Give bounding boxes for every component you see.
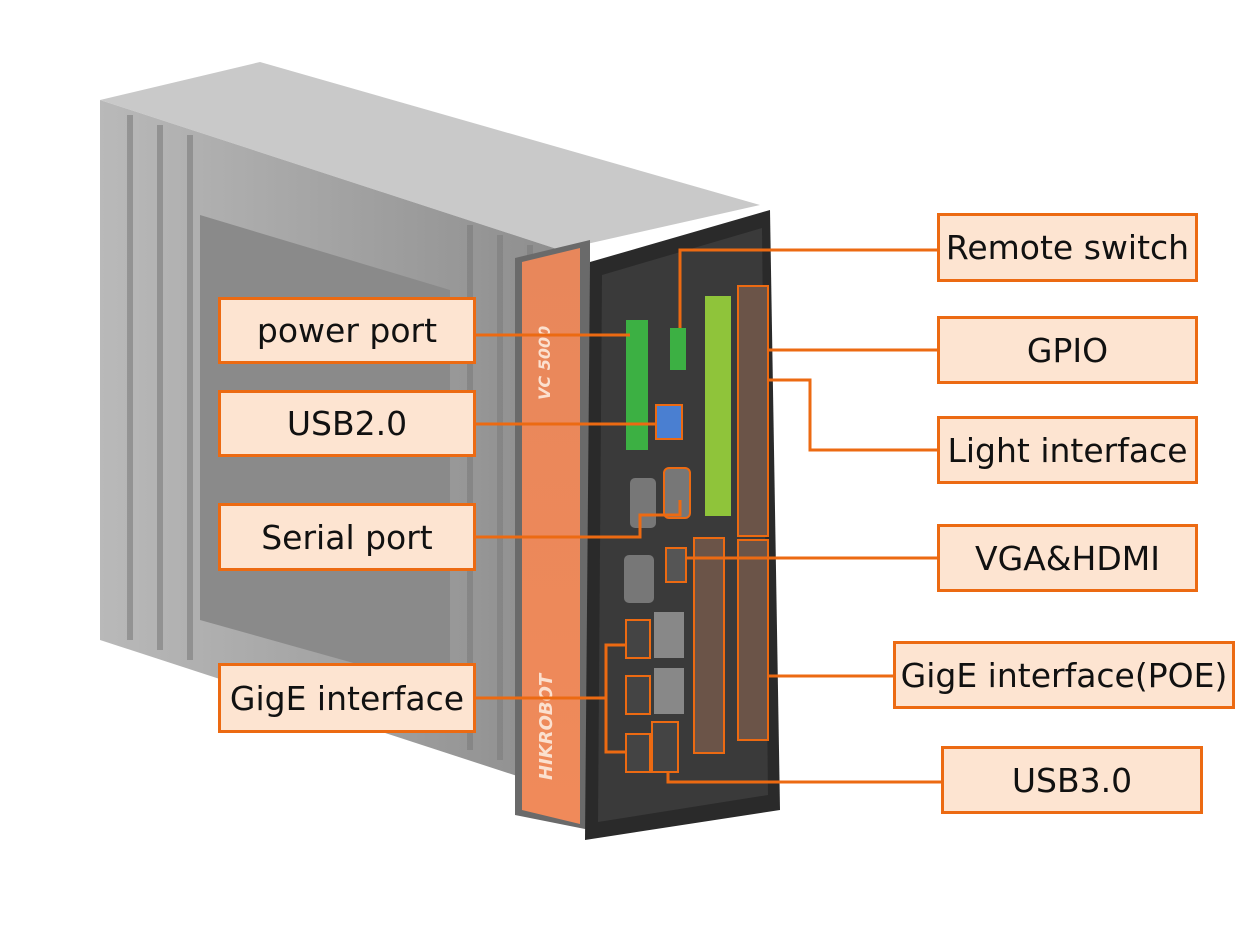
- label-gpio: GPIO: [937, 316, 1198, 384]
- lan-port-3: [625, 619, 651, 659]
- remote-switch-terminal: [670, 328, 686, 370]
- light-connectors: [737, 285, 769, 537]
- label-serial-port: Serial port: [218, 503, 476, 571]
- hdmi-port: [665, 547, 687, 583]
- serial-port-1: [630, 478, 656, 528]
- power-terminal: [626, 320, 648, 450]
- leader-lines: [476, 248, 941, 784]
- label-light-interface: Light interface: [937, 416, 1198, 484]
- gpio-terminal: [705, 296, 731, 516]
- usb2-port: [655, 404, 683, 440]
- brand-logo: HIKROBOT: [536, 672, 557, 780]
- serial-port-2: [663, 467, 691, 519]
- usb3-ports: [651, 721, 679, 773]
- poe-ports: [693, 537, 725, 754]
- label-usb3: USB3.0: [941, 746, 1203, 814]
- label-gige-poe: GigE interface(POE): [893, 641, 1235, 709]
- lan-port-2: [625, 675, 651, 715]
- lan-port-1: [625, 733, 651, 773]
- label-vga-hdmi: VGA&HDMI: [937, 524, 1198, 592]
- front-panel: [585, 210, 780, 840]
- label-usb2: USB2.0: [218, 390, 476, 457]
- model-logo: VC 5000: [535, 326, 554, 400]
- vga-port: [624, 555, 654, 603]
- label-gige-interface: GigE interface: [218, 663, 476, 733]
- label-power-port: power port: [218, 297, 476, 364]
- label-remote-switch: Remote switch: [937, 213, 1198, 282]
